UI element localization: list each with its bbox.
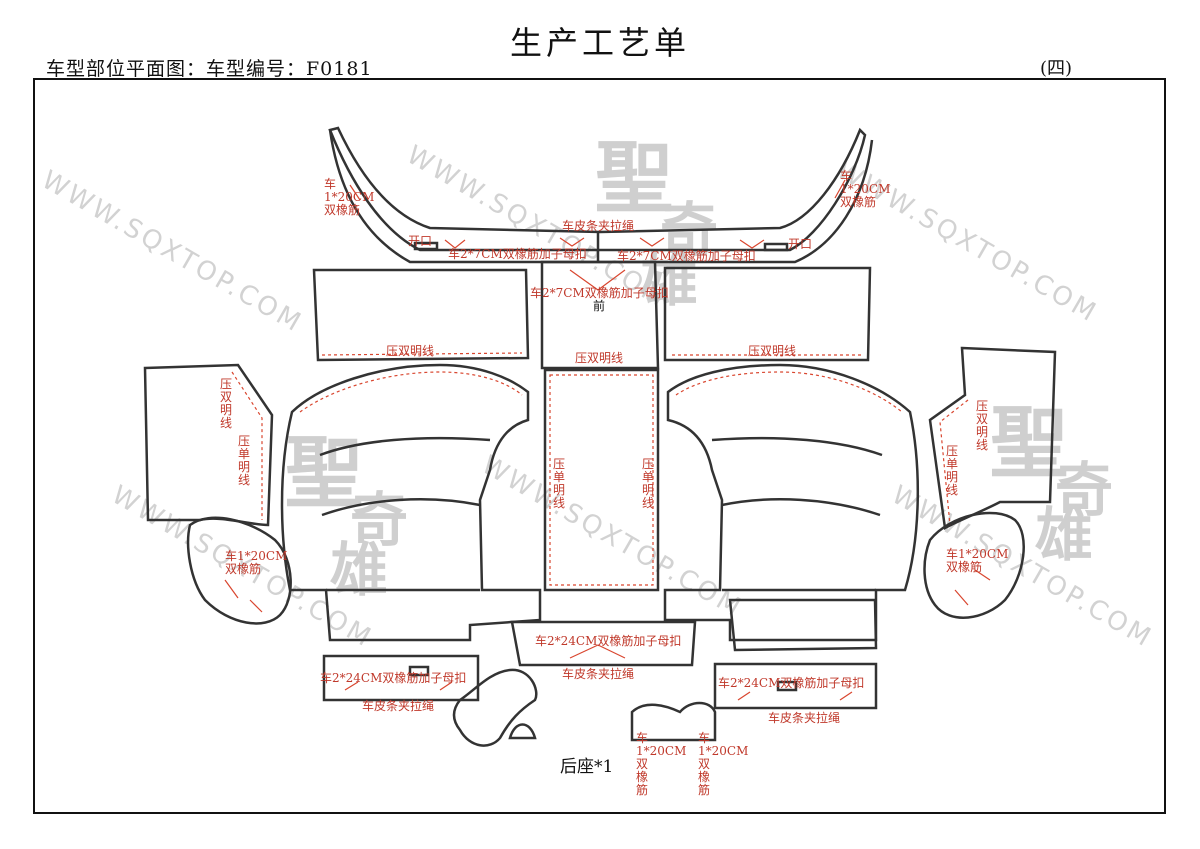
model-subtitle: 车型部位平面图：车型编号：F0181 — [46, 58, 373, 80]
label-double-stitch-left: 压双明线 — [386, 344, 434, 358]
label-top-left-elastic-2: 1*20CM — [324, 190, 374, 204]
label-center-single-left-4: 线 — [553, 496, 565, 510]
label-top-right-elastic-1: 车 — [840, 168, 852, 183]
label-open-right: 开口 — [788, 237, 812, 251]
label-right-wing-elastic-1: 车1*20CM — [946, 546, 1008, 561]
label-center-single-right-3: 明 — [642, 483, 654, 497]
label-front: 前 — [593, 298, 605, 313]
label-bottom-left-buckle: 车2*24CM双橡筋加子母扣 — [320, 670, 466, 685]
label-top-right-elastic-2: 1*20CM — [840, 182, 890, 196]
label-side-left-single-4: 线 — [238, 473, 250, 487]
label-center-single-right-4: 线 — [642, 496, 654, 510]
label-center-buckle: 车2*7CM双橡筋加子母扣 — [530, 285, 669, 300]
label-double-stitch-right: 压双明线 — [748, 344, 796, 358]
seal-char-2c: 奇 — [1055, 456, 1113, 524]
center-strip-piece — [543, 368, 660, 592]
label-headrest-right-3: 双 — [698, 757, 710, 771]
seal-char-2b: 奇 — [350, 486, 408, 554]
label-side-right-single-4: 线 — [946, 483, 958, 497]
label-headrest-right-2: 1*20CM — [698, 744, 748, 758]
sheet-number: (四) — [1039, 58, 1072, 79]
label-side-right-double-3: 明 — [976, 425, 988, 439]
label-headrest-left-4: 橡 — [636, 770, 648, 784]
seal-char-1a: 聖 — [595, 133, 673, 224]
label-center-single-left-3: 明 — [553, 483, 565, 497]
seal-char-1b: 聖 — [285, 428, 363, 519]
watermark-url-1: WWW.SQXTOP.COM — [37, 165, 308, 339]
watermark-url-5: WWW.SQXTOP.COM — [477, 450, 748, 624]
label-headrest-left-5: 筋 — [636, 782, 648, 797]
label-headrest-left-1: 车 — [636, 730, 648, 745]
label-bottom-right-buckle: 车2*24CM双橡筋加子母扣 — [718, 675, 864, 690]
watermarks: WWW.SQXTOP.COM WWW.SQXTOP.COM WWW.SQXTOP… — [37, 133, 1158, 654]
label-headrest-left-3: 双 — [636, 757, 648, 771]
top-row-pieces — [312, 260, 872, 370]
label-double-stitch-center: 压双明线 — [575, 351, 623, 365]
label-side-left-single-3: 明 — [238, 460, 250, 474]
right-seat-body — [663, 363, 920, 642]
label-bottom-center-piping: 车皮条夹拉绳 — [562, 666, 634, 681]
label-side-left-double-1: 压 — [220, 377, 232, 391]
label-headrest-right-5: 筋 — [698, 782, 710, 797]
label-center-single-left-1: 压 — [553, 457, 565, 471]
label-center-single-right-1: 压 — [642, 457, 654, 471]
right-wing-piece — [923, 346, 1057, 619]
annotation-labels: 车 1*20CM 双橡筋 车 1*20CM 双橡筋 开口 开口 车皮条夹拉绳 车… — [220, 168, 1008, 797]
label-top-left-elastic-3: 双橡筋 — [324, 202, 360, 217]
label-side-left-double-3: 明 — [220, 403, 232, 417]
label-rear-seat: 后座*1 — [560, 757, 613, 777]
label-headrest-right-1: 车 — [698, 730, 710, 745]
label-side-right-single-3: 明 — [946, 470, 958, 484]
label-right-wing-elastic-2: 双橡筋 — [946, 559, 982, 574]
label-side-left-double-4: 线 — [220, 416, 232, 430]
seal-char-3c: 雄 — [1035, 501, 1093, 569]
label-top-right-buckle: 车2*7CM双橡筋加子母扣 — [617, 248, 756, 263]
label-center-single-right-2: 单 — [642, 470, 654, 484]
label-side-right-double-2: 双 — [976, 412, 988, 426]
page-title: 生产工艺单 — [509, 24, 690, 62]
drawing-frame — [33, 78, 1166, 814]
label-side-right-double-1: 压 — [976, 399, 988, 413]
label-bottom-right-piping: 车皮条夹拉绳 — [768, 710, 840, 725]
label-bottom-left-piping: 车皮条夹拉绳 — [362, 698, 434, 713]
label-side-right-single-1: 压 — [946, 444, 958, 458]
label-bottom-center-buckle: 车2*24CM双橡筋加子母扣 — [535, 633, 681, 648]
seal-char-3a: 雄 — [640, 246, 698, 314]
label-headrest-left-2: 1*20CM — [636, 744, 686, 758]
label-side-left-single-2: 单 — [238, 447, 250, 461]
label-left-wing-elastic-2: 双橡筋 — [225, 561, 261, 576]
seal-char-1c: 聖 — [990, 398, 1068, 489]
label-left-wing-elastic-1: 车1*20CM — [225, 548, 287, 563]
label-top-piping: 车皮条夹拉绳 — [562, 218, 634, 233]
label-top-left-buckle: 车2*7CM双橡筋加子母扣 — [448, 246, 587, 261]
label-side-right-double-4: 线 — [976, 438, 988, 452]
label-side-right-single-2: 单 — [946, 457, 958, 471]
left-seat-body — [280, 363, 542, 642]
bottom-pieces — [322, 598, 878, 747]
left-wing-piece — [143, 363, 292, 625]
label-top-left-elastic-1: 车 — [324, 176, 336, 191]
label-side-left-single-1: 压 — [238, 434, 250, 448]
label-side-left-double-2: 双 — [220, 390, 232, 404]
label-center-single-left-2: 单 — [553, 470, 565, 484]
seal-char-3b: 雄 — [330, 536, 388, 604]
label-open-left: 开口 — [408, 234, 432, 248]
label-headrest-right-4: 橡 — [698, 770, 710, 784]
label-top-right-elastic-3: 双橡筋 — [840, 194, 876, 209]
